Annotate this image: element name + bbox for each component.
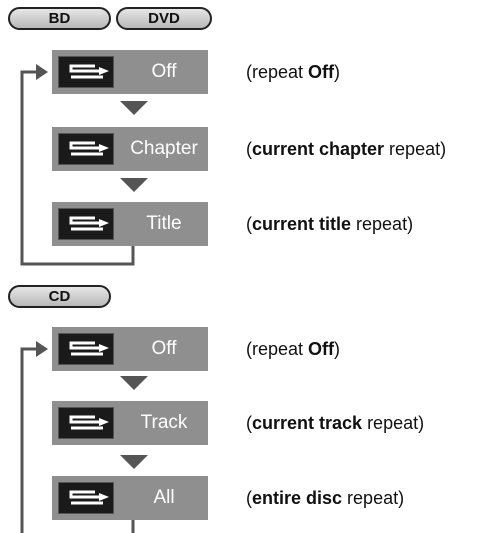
mode-box-chapter: Chapter xyxy=(52,127,208,171)
loop-line-1 xyxy=(20,70,135,266)
description-emphasis: current track xyxy=(252,413,363,433)
description-text: repeat) xyxy=(362,413,425,433)
mode-description: (current chapter repeat) xyxy=(246,127,446,171)
badge-dvd: DVD xyxy=(116,7,212,30)
description-text: ) xyxy=(334,339,341,359)
mode-description: (entire disc repeat) xyxy=(246,476,404,520)
mode-description: (current track repeat) xyxy=(246,401,424,445)
mode-description: (repeat Off) xyxy=(246,327,340,371)
description-text: ) xyxy=(334,62,341,82)
down-arrow-4 xyxy=(120,455,148,469)
badge-bd: BD xyxy=(8,7,111,30)
repeat-icon xyxy=(58,407,114,439)
mode-label: Off xyxy=(151,61,177,82)
mode-description: (repeat Off) xyxy=(246,50,340,94)
repeat-icon xyxy=(58,208,114,240)
mode-label: Chapter xyxy=(130,138,198,159)
mode-label: All xyxy=(153,487,175,508)
description-text: repeat) xyxy=(351,214,414,234)
loop-line-2 xyxy=(20,347,135,533)
mode-box-title: Title xyxy=(52,202,208,246)
mode-label: Track xyxy=(140,412,188,433)
description-text: repeat) xyxy=(342,488,405,508)
mode-label: Off xyxy=(151,338,177,359)
mode-box-all: All xyxy=(52,476,208,520)
description-emphasis: Off xyxy=(308,339,335,359)
description-emphasis: Off xyxy=(308,62,335,82)
description-text: ( xyxy=(246,413,252,433)
description-text: ( xyxy=(246,488,252,508)
description-text: (repeat xyxy=(246,62,309,82)
loop-arrowhead-2 xyxy=(36,341,48,357)
repeat-icon xyxy=(58,133,114,165)
description-text: ( xyxy=(246,139,252,159)
description-emphasis: entire disc xyxy=(252,488,343,508)
down-arrow-1 xyxy=(120,101,148,115)
down-arrow-3 xyxy=(120,376,148,390)
description-emphasis: current chapter xyxy=(252,139,385,159)
mode-box-off: Off xyxy=(52,50,208,94)
loop-arrowhead-1 xyxy=(36,64,48,80)
badge-cd: CD xyxy=(8,285,111,308)
mode-description: (current title repeat) xyxy=(246,202,413,246)
description-emphasis: current title xyxy=(252,214,352,234)
mode-box-off: Off xyxy=(52,327,208,371)
down-arrow-2 xyxy=(120,178,148,192)
mode-box-track: Track xyxy=(52,401,208,445)
description-text: (repeat xyxy=(246,339,309,359)
repeat-icon xyxy=(58,482,114,514)
description-text: repeat) xyxy=(384,139,447,159)
description-text: ( xyxy=(246,214,252,234)
repeat-icon xyxy=(58,333,114,365)
repeat-icon xyxy=(58,56,114,88)
mode-label: Title xyxy=(146,213,182,234)
